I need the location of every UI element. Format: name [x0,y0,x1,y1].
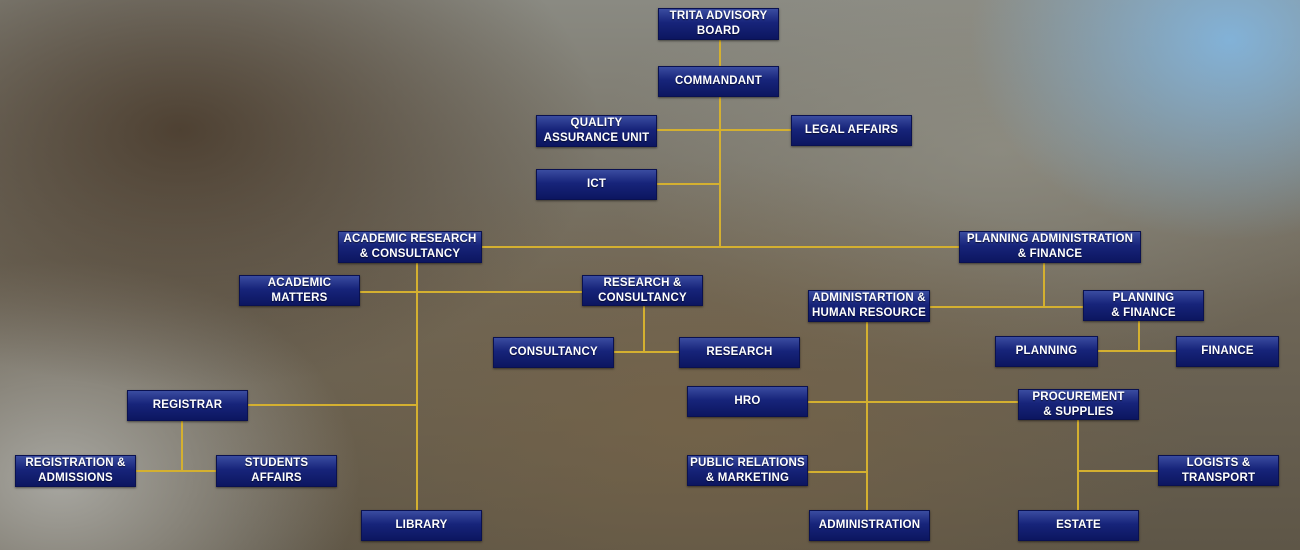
planning-box[interactable]: PLANNING [995,336,1098,367]
administration-human-resource-box[interactable]: ADMINISTARTION & HUMAN RESOURCE [808,290,930,322]
research-box[interactable]: RESEARCH [679,337,800,368]
academic-matters-box[interactable]: ACADEMIC MATTERS [239,275,360,306]
legal-affairs-box[interactable]: LEGAL AFFAIRS [791,115,912,146]
administration-box[interactable]: ADMINISTRATION [809,510,930,541]
logistics-transport-box[interactable]: LOGISTS & TRANSPORT [1158,455,1279,486]
students-affairs-box[interactable]: STUDENTS AFFAIRS [216,455,337,487]
ict-box[interactable]: ICT [536,169,657,200]
research-consultancy-box[interactable]: RESEARCH & CONSULTANCY [582,275,703,306]
finance-box[interactable]: FINANCE [1176,336,1279,367]
procurement-supplies-box[interactable]: PROCUREMENT & SUPPLIES [1018,389,1139,420]
quality-assurance-unit-box[interactable]: QUALITY ASSURANCE UNIT [536,115,657,147]
registrar-box[interactable]: REGISTRAR [127,390,248,421]
commandant-box[interactable]: COMMANDANT [658,66,779,97]
library-box[interactable]: LIBRARY [361,510,482,541]
hro-box[interactable]: HRO [687,386,808,417]
consultancy-box[interactable]: CONSULTANCY [493,337,614,368]
academic-research-consultancy-box[interactable]: ACADEMIC RESEARCH & CONSULTANCY [338,231,482,263]
trita-advisory-board-box[interactable]: TRITA ADVISORY BOARD [658,8,779,40]
planning-finance-box[interactable]: PLANNING & FINANCE [1083,290,1204,321]
public-relations-marketing-box[interactable]: PUBLIC RELATIONS & MARKETING [687,455,808,486]
estate-box[interactable]: ESTATE [1018,510,1139,541]
registration-admissions-box[interactable]: REGISTRATION & ADMISSIONS [15,455,136,487]
planning-administration-finance-box[interactable]: PLANNING ADMINISTRATION & FINANCE [959,231,1141,263]
